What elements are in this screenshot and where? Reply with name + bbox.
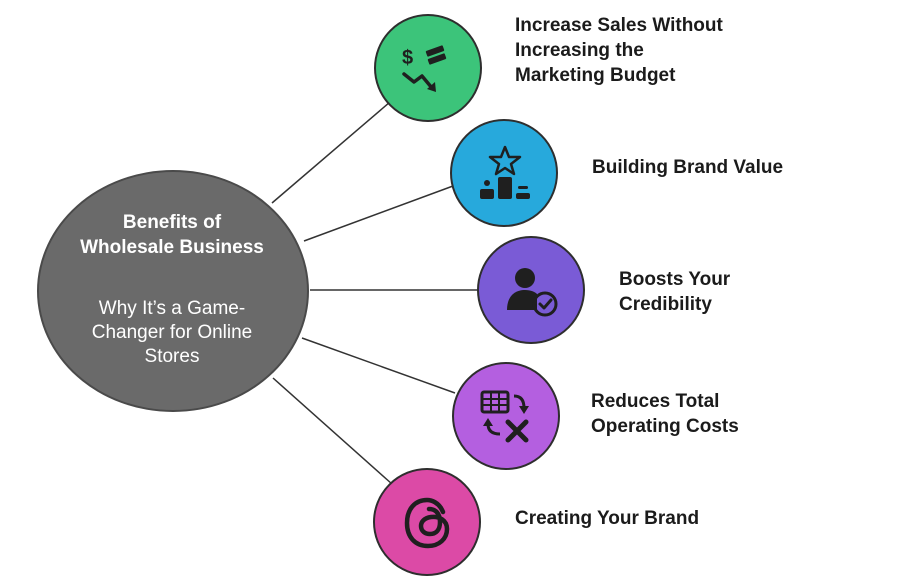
center-title: Benefits of Wholesale Business bbox=[80, 212, 264, 258]
benefit-label-brand: Creating Your Brand bbox=[515, 508, 700, 529]
connector-lines bbox=[271, 95, 479, 485]
svg-text:$: $ bbox=[402, 47, 413, 69]
connector-line-4 bbox=[301, 337, 456, 394]
benefit-label-costs: Reduces Total Operating Costs bbox=[591, 391, 739, 437]
benefit-label-brand-value: Building Brand Value bbox=[592, 157, 784, 178]
dollar-down-trend-icon: $ bbox=[402, 45, 447, 92]
star-podium-icon bbox=[480, 145, 530, 199]
connector-line-1 bbox=[271, 95, 398, 204]
benefit-label-credibility: Boosts Your Credibility bbox=[619, 269, 731, 315]
connector-line-5 bbox=[272, 377, 393, 485]
benefit-node-credibility bbox=[477, 236, 585, 344]
table-cost-reduce-icon bbox=[480, 390, 529, 443]
benefit-node-brand-value bbox=[450, 119, 558, 227]
benefit-node-costs bbox=[452, 362, 560, 470]
benefits-diagram: Benefits of Wholesale Business Why It’s … bbox=[37, 14, 784, 576]
threads-logo-icon bbox=[404, 497, 450, 549]
user-check-icon bbox=[507, 268, 558, 317]
benefit-label-sales: Increase Sales Without Increasing the Ma… bbox=[515, 15, 723, 86]
benefit-node-sales: $ bbox=[374, 14, 482, 122]
benefit-node-brand bbox=[373, 468, 481, 576]
center-circle bbox=[37, 170, 309, 412]
connector-line-2 bbox=[303, 185, 454, 242]
center-subtitle: Why It’s a Game-Changer for Online Store… bbox=[91, 298, 253, 367]
